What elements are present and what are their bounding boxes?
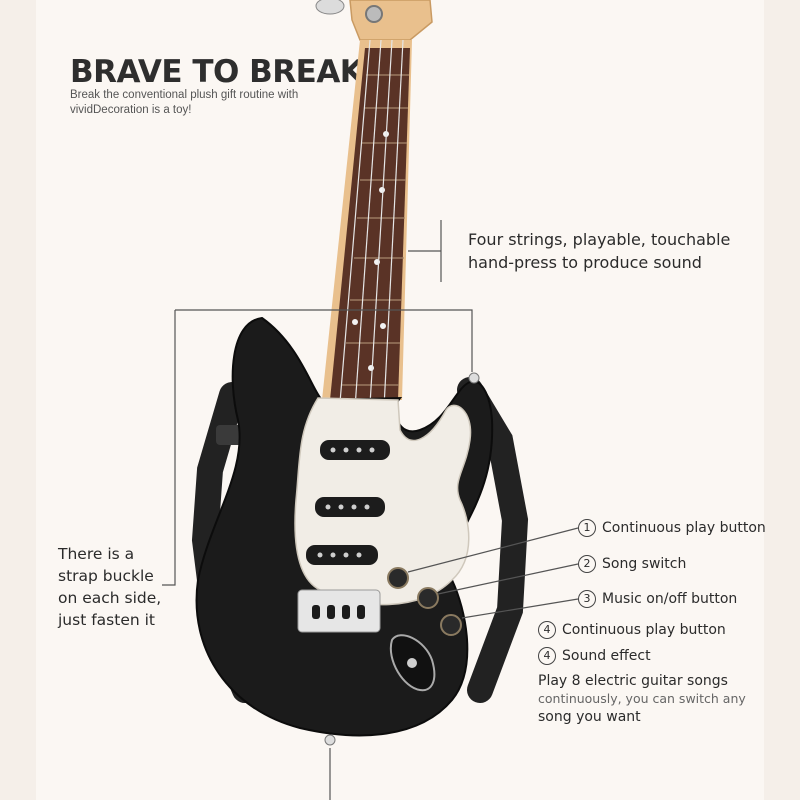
leader-lines (162, 220, 579, 800)
strap-pin-bottom-icon (324, 734, 336, 746)
music-onoff-knob-icon (440, 614, 462, 636)
songs-description: Play 8 electric guitar songs continuousl… (538, 672, 768, 726)
songs-line-2: continuously, you can switch any (538, 691, 746, 706)
strap-callout-line-2: strap buckle (58, 567, 154, 585)
feature-item: 1 Continuous play button (578, 519, 766, 537)
tuning-key-icon (315, 0, 345, 15)
strap-callout: There is a strap buckle on each side, ju… (58, 543, 161, 631)
feature-label: Continuous play button (562, 622, 726, 638)
subline-line-1: Break the conventional plush gift routin… (70, 89, 299, 101)
feature-label: Sound effect (562, 648, 651, 664)
pickups (306, 440, 390, 565)
strap-callout-line-1: There is a (58, 545, 135, 563)
guitar-headstock (349, 0, 433, 41)
feature-number: 3 (578, 590, 596, 608)
guitar-fretboard (330, 48, 410, 400)
feature-number: 2 (578, 555, 596, 573)
feature-item: 2 Song switch (578, 555, 686, 573)
strings-callout-line-1: Four strings, playable, touchable (468, 230, 731, 249)
feature-number: 4 (538, 647, 556, 665)
feature-label: Song switch (602, 556, 687, 572)
tuning-peg-icon (365, 5, 383, 23)
strap-pin-top-icon (468, 372, 480, 384)
subline: Break the conventional plush gift routin… (70, 88, 330, 118)
songs-line-3: song you want (538, 709, 641, 725)
strings-callout: Four strings, playable, touchable hand-p… (468, 228, 730, 274)
feature-item: 4 Sound effect (538, 647, 651, 665)
strap-buckle-left (216, 425, 244, 445)
feature-item: 3 Music on/off button (578, 590, 737, 608)
strings-callout-line-2: hand-press to produce sound (468, 253, 702, 272)
right-frame (764, 0, 800, 800)
strap-callout-line-3: on each side, (58, 589, 162, 607)
headline: BRAVE TO BREAK (70, 54, 364, 90)
left-frame (0, 0, 36, 800)
subline-line-2: vividDecoration is a toy! (70, 104, 192, 116)
feature-number: 1 (578, 519, 596, 537)
feature-item: 4 Continuous play button (538, 621, 726, 639)
feature-number: 4 (538, 621, 556, 639)
guitar-bridge (297, 589, 381, 633)
feature-label: Continuous play button (602, 520, 766, 536)
feature-label: Music on/off button (602, 591, 738, 607)
continuous-play-knob-icon (387, 567, 409, 589)
song-switch-knob-icon (417, 587, 439, 609)
control-knobs (387, 567, 462, 636)
songs-line-1: Play 8 electric guitar songs (538, 673, 728, 689)
strap-callout-line-4: just fasten it (58, 611, 155, 629)
